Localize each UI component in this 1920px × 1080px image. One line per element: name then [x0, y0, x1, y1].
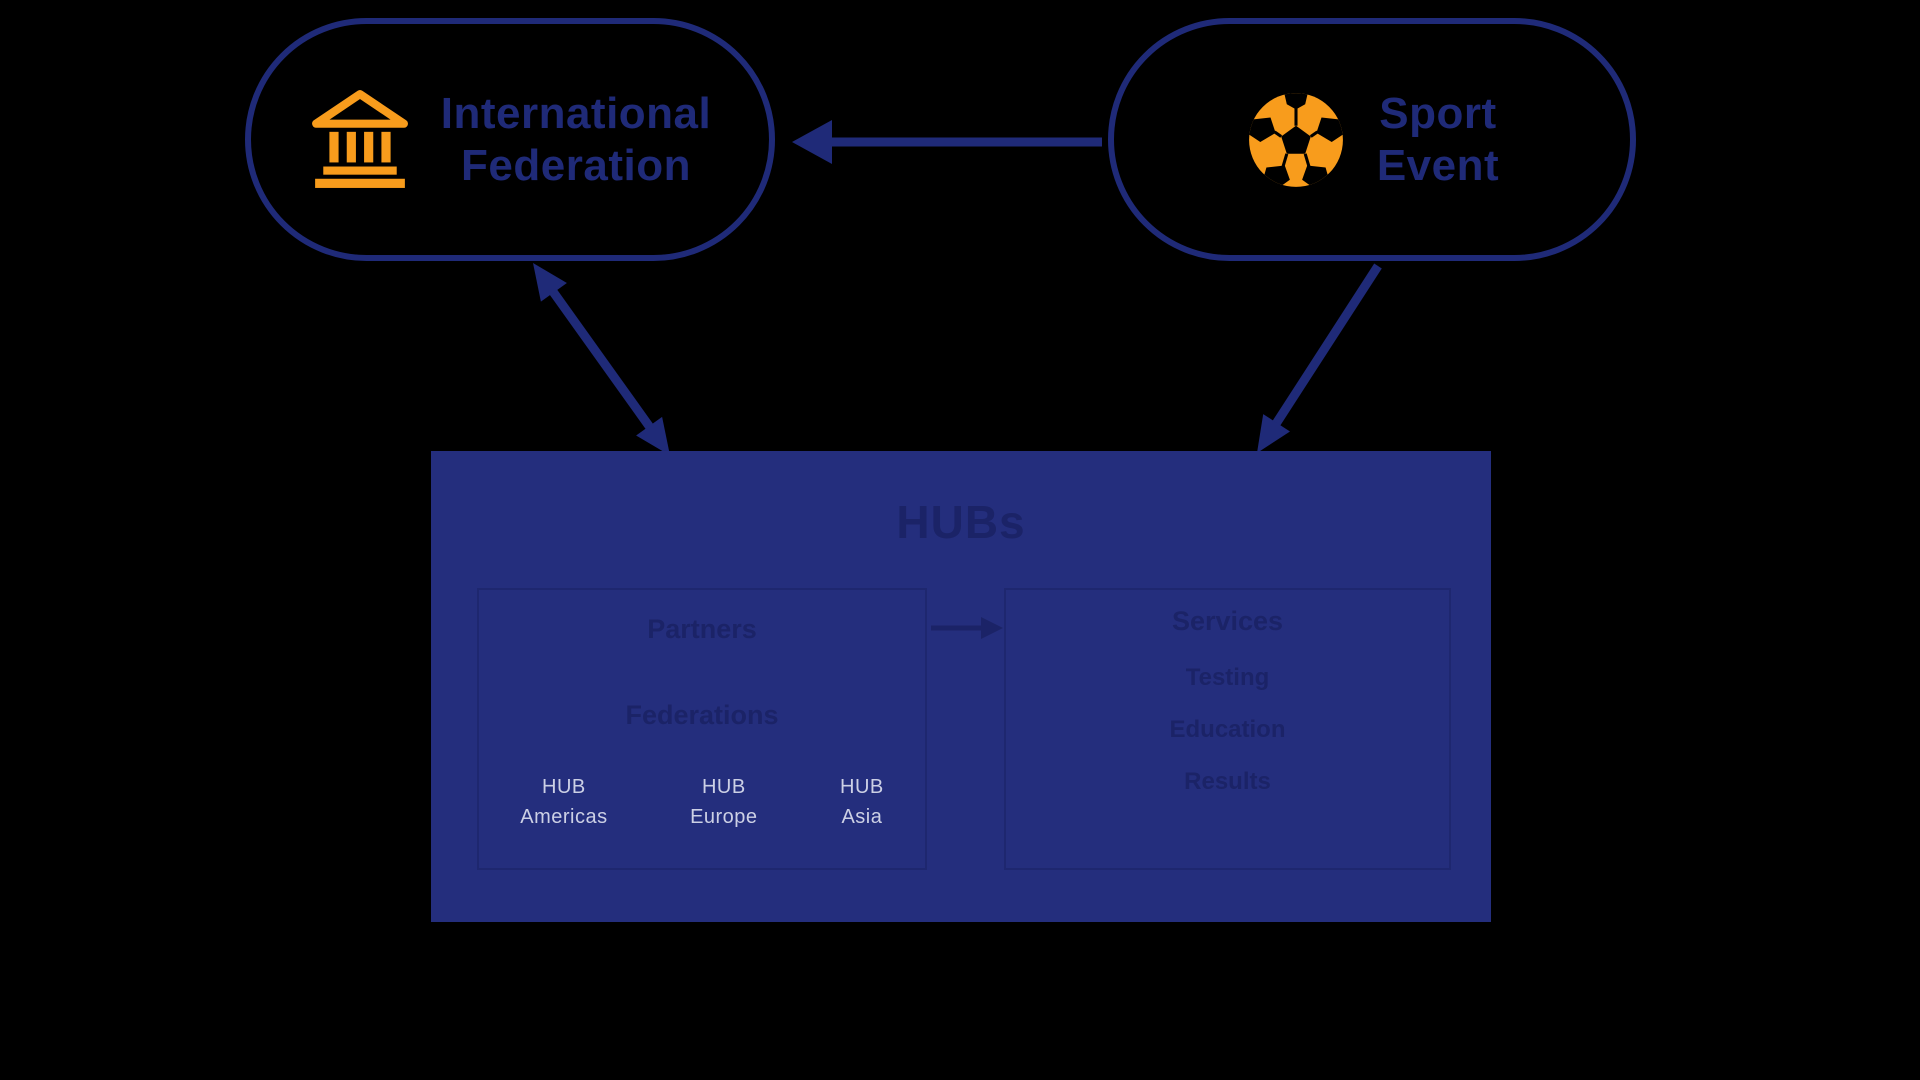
- right-panel-title: Services: [1171, 606, 1284, 636]
- node-sport-event: Sport Event: [1108, 18, 1636, 261]
- hub-item-asia: HUB Asia: [840, 772, 884, 832]
- hub-item-line1: HUB: [701, 776, 746, 798]
- right-panel: Services Testing Education Results: [1004, 588, 1451, 870]
- node-label-international-federation: International Federation: [441, 88, 712, 192]
- left-panel-row1: Partners: [647, 614, 757, 644]
- hub-box-title: HUBs: [896, 496, 1026, 548]
- arrow-sport-to-hubbox: [1257, 263, 1382, 453]
- node-label-line2: Event: [1376, 140, 1500, 190]
- hub-item-line2: Europe: [690, 806, 758, 828]
- hub-item-line2: Americas: [520, 806, 608, 828]
- node-international-federation: International Federation: [245, 18, 775, 261]
- node-label-sport-event: Sport Event: [1377, 88, 1499, 192]
- hub-item-line1: HUB: [840, 776, 884, 798]
- hub-item-line2: Asia: [841, 806, 883, 828]
- left-panel: Partners Federations HUB Americas HUB Eu…: [477, 588, 927, 870]
- node-label-line1: International: [440, 88, 712, 138]
- hub-item-europe: HUB Europe: [690, 772, 758, 832]
- node-label-line1: Sport: [1379, 88, 1497, 138]
- right-panel-row1: Testing: [1185, 664, 1270, 691]
- arrow-sport-to-federation: [792, 120, 1102, 164]
- hub-row: HUB Americas HUB Europe HUB Asia: [479, 772, 925, 832]
- node-label-line2: Federation: [461, 140, 691, 190]
- bank-icon: [309, 89, 411, 191]
- right-panel-row3: Results: [1184, 768, 1271, 795]
- soccer-ball-icon: [1245, 89, 1347, 191]
- inner-panel-arrow: [931, 617, 1003, 639]
- hub-item-line1: HUB: [542, 776, 586, 798]
- hub-item-americas: HUB Americas: [520, 772, 607, 832]
- hub-box: HUBs Partners Federations HUB Americas H…: [431, 451, 1491, 922]
- left-panel-row2: Federations: [625, 700, 779, 730]
- arrow-federation-hubbox: [533, 263, 670, 456]
- right-panel-row2: Education: [1169, 716, 1286, 743]
